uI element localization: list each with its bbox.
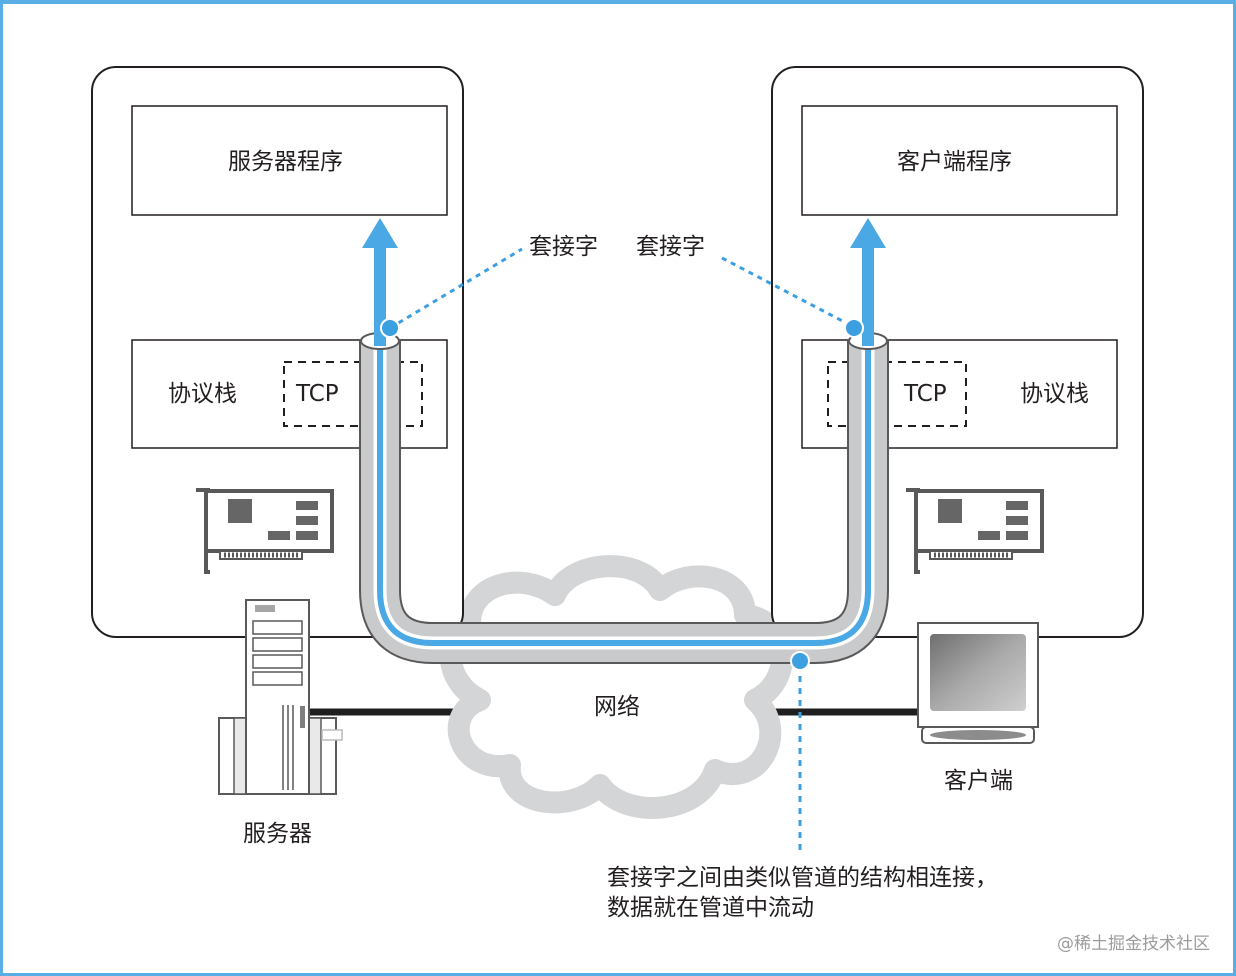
client-stack-label: 协议栈	[1020, 381, 1089, 407]
client-socket-label: 套接字	[634, 233, 707, 261]
watermark: @稀土掘金技术社区	[1057, 934, 1210, 954]
client-monitor-icon	[917, 622, 1039, 744]
client-socket-dot	[844, 318, 864, 338]
server-tower-icon	[218, 599, 343, 795]
server-program-box	[131, 105, 448, 216]
client-tcp-label: TCP	[904, 381, 947, 407]
server-program-label: 服务器程序	[228, 149, 343, 175]
client-program-box	[801, 105, 1118, 216]
network-cloud	[439, 555, 794, 819]
client-nic-icon	[906, 488, 1044, 574]
server-socket-dot	[380, 318, 400, 338]
socket-pipe	[359, 332, 889, 664]
client-program-label: 客户端程序	[897, 149, 1012, 175]
client-socket-leader	[721, 256, 853, 328]
server-tcp-label: TCP	[296, 381, 339, 407]
caption-line-1: 套接字之间由类似管道的结构相连接，	[607, 865, 998, 891]
pipe-callout-dot	[790, 651, 810, 671]
server-nic-icon	[196, 488, 334, 574]
network-label: 网络	[594, 694, 640, 720]
server-tcp-box	[283, 361, 423, 427]
caption-line-2: 数据就在管道中流动	[607, 895, 814, 921]
client-device-label: 客户端	[944, 768, 1013, 794]
client-flow-arrow	[850, 218, 886, 346]
client-tcp-box	[827, 361, 967, 427]
server-stack-label: 协议栈	[168, 381, 237, 407]
server-device-label: 服务器	[243, 821, 312, 847]
server-socket-label: 套接字	[527, 233, 600, 261]
